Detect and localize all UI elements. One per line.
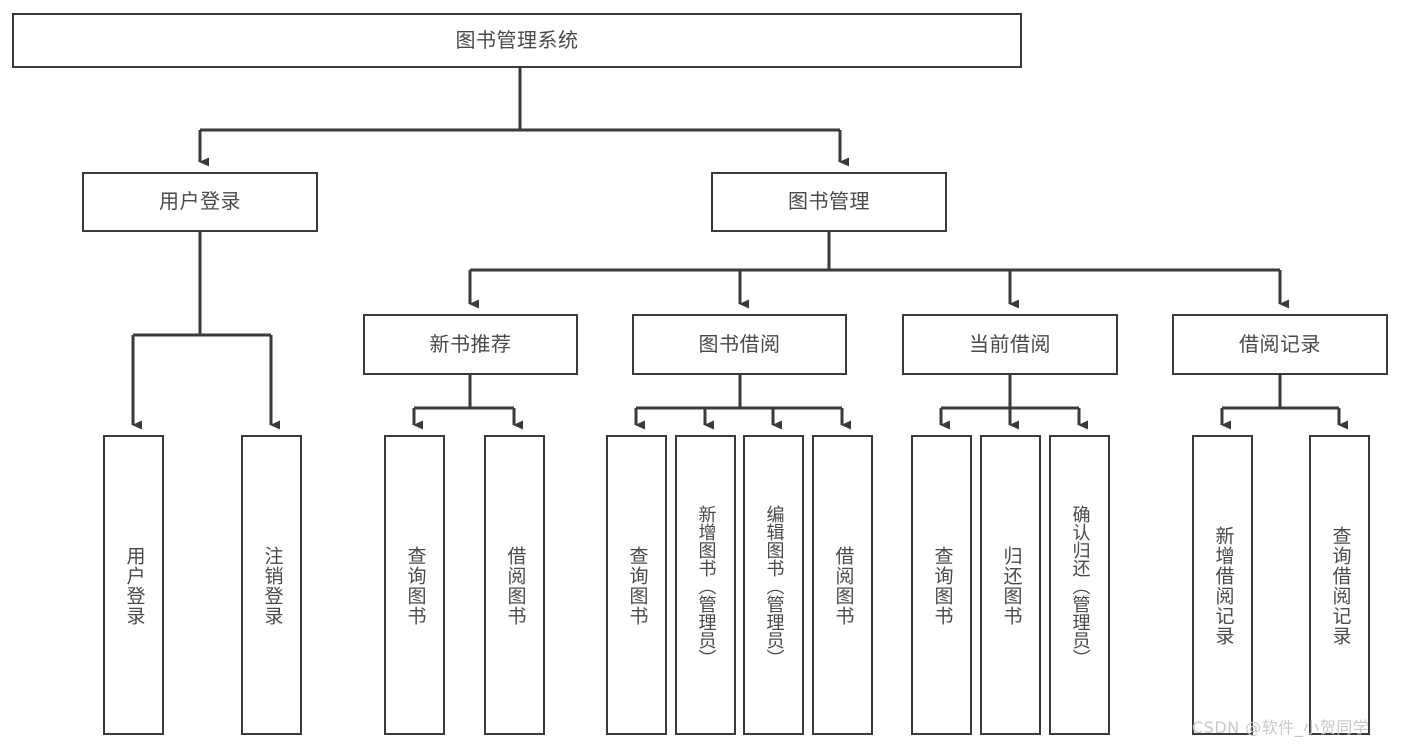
leaf-user-login[interactable]: 用户登录 [103, 435, 164, 735]
leaf-label-bb-add-book-admin: 新增图书（管理员） [695, 505, 717, 667]
leaf-br-add-record[interactable]: 新增借阅记录 [1192, 435, 1253, 735]
leaf-bb-borrow-book[interactable]: 借阅图书 [812, 435, 873, 735]
leaf-label-nb-query-book: 查询图书 [404, 546, 427, 626]
node-borrow-record[interactable]: 借阅记录 [1172, 314, 1388, 375]
node-label-current-borrow: 当前借阅 [969, 331, 1051, 356]
leaf-br-query-record[interactable]: 查询借阅记录 [1309, 435, 1370, 735]
leaf-label-nb-borrow-book: 借阅图书 [504, 546, 527, 626]
leaf-cb-return-book[interactable]: 归还图书 [980, 435, 1041, 735]
leaf-cb-query-book[interactable]: 查询图书 [911, 435, 972, 735]
leaf-nb-borrow-book[interactable]: 借阅图书 [484, 435, 545, 735]
node-user-login[interactable]: 用户登录 [82, 172, 318, 232]
node-label-root: 图书管理系统 [455, 27, 579, 52]
node-label-book-management: 图书管理 [788, 189, 870, 214]
node-label-user-login: 用户登录 [159, 189, 241, 214]
leaf-label-bb-borrow-book: 借阅图书 [832, 546, 855, 626]
leaf-label-cb-query-book: 查询图书 [931, 546, 954, 626]
node-root-book-management-system[interactable]: 图书管理系统 [12, 13, 1022, 68]
leaf-label-br-query-record: 查询借阅记录 [1329, 526, 1352, 646]
leaf-logout[interactable]: 注销登录 [241, 435, 302, 735]
leaf-label-user-login: 用户登录 [123, 546, 146, 626]
leaf-bb-query-book[interactable]: 查询图书 [606, 435, 667, 735]
leaf-label-logout: 注销登录 [261, 546, 284, 626]
node-book-management[interactable]: 图书管理 [711, 172, 947, 232]
leaf-label-bb-query-book: 查询图书 [626, 546, 649, 626]
node-label-book-borrow: 图书借阅 [698, 331, 781, 356]
node-book-borrow[interactable]: 图书借阅 [632, 314, 847, 375]
leaf-label-bb-edit-book-admin: 编辑图书（管理员） [763, 505, 785, 667]
leaf-label-br-add-record: 新增借阅记录 [1212, 526, 1235, 646]
leaf-cb-confirm-return-admin[interactable]: 确认归还（管理员） [1049, 435, 1110, 735]
leaf-label-cb-return-book: 归还图书 [1000, 546, 1023, 626]
node-label-new-book-recommend: 新书推荐 [429, 331, 512, 356]
leaf-bb-add-book-admin[interactable]: 新增图书（管理员） [675, 435, 736, 735]
leaf-nb-query-book[interactable]: 查询图书 [384, 435, 445, 735]
node-label-borrow-record: 借阅记录 [1239, 331, 1321, 356]
node-current-borrow[interactable]: 当前借阅 [902, 314, 1118, 375]
node-new-book-recommend[interactable]: 新书推荐 [363, 314, 578, 375]
leaf-label-cb-confirm-return-admin: 确认归还（管理员） [1069, 505, 1091, 667]
leaf-bb-edit-book-admin[interactable]: 编辑图书（管理员） [743, 435, 804, 735]
